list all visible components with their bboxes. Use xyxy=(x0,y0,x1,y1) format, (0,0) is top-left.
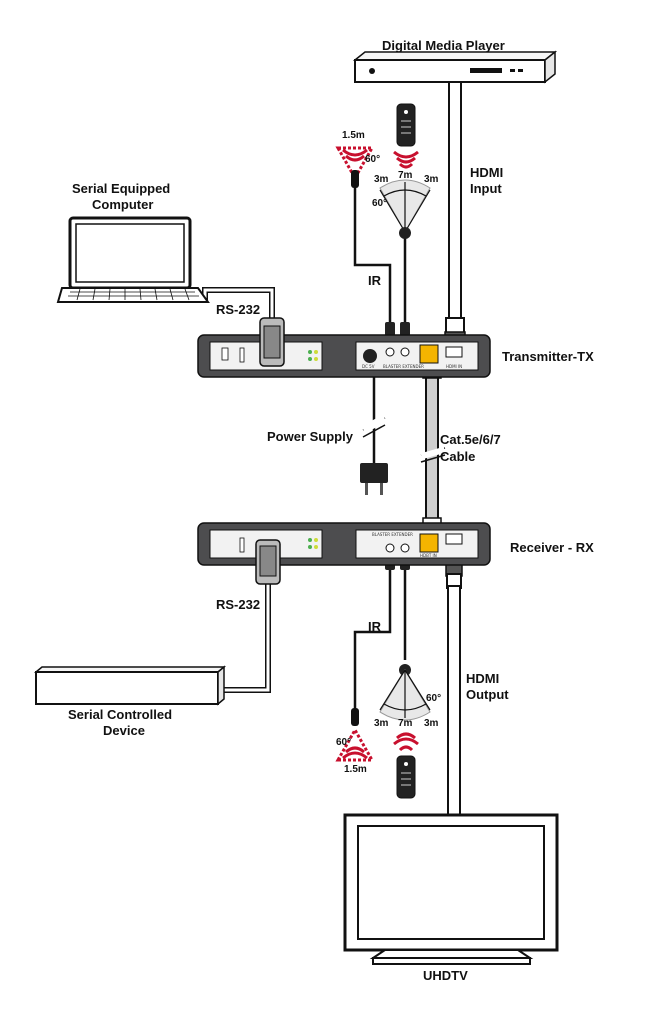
svg-text:HDMI IN: HDMI IN xyxy=(446,364,462,369)
ir-blaster-top xyxy=(335,146,375,188)
computer-label-line2: Computer xyxy=(92,197,153,212)
hdmi-input-label-line2: Input xyxy=(470,181,502,196)
hdmi-output-cable xyxy=(445,535,463,817)
ir-blaster-bottom-angle: 60° xyxy=(336,737,351,748)
ir-top-angle: 60° xyxy=(372,198,387,209)
svg-text:BLASTER EXTENDER: BLASTER EXTENDER xyxy=(372,532,413,537)
receiver-rx: BLASTER EXTENDER HDBT IN xyxy=(197,522,491,585)
transmitter-tx: DC 5V BLASTER EXTENDER HDMI IN xyxy=(197,317,491,378)
ir-bottom-right-range: 3m xyxy=(424,718,439,729)
computer-label-line1: Serial Equipped xyxy=(72,181,170,196)
ir-top-left-range: 3m xyxy=(374,174,389,185)
transmitter-label: Transmitter-TX xyxy=(502,349,594,364)
remote-control-top xyxy=(393,103,419,169)
laptop-computer xyxy=(56,216,210,303)
hdmi-input-label-line1: HDMI xyxy=(470,165,503,180)
uhdtv xyxy=(343,813,559,965)
ir-blaster-top-range: 1.5m xyxy=(342,130,365,141)
ir-blaster-bottom-range: 1.5m xyxy=(344,764,367,775)
ir-extender-top xyxy=(379,179,431,239)
ir-extender-bottom xyxy=(379,664,431,721)
cat-cable-label-line2: Cable xyxy=(440,449,475,464)
digital-media-player xyxy=(352,50,558,84)
hdmi-output-label-line2: Output xyxy=(466,687,509,702)
serial-device-label-line2: Device xyxy=(103,723,145,738)
ir-blaster-bottom xyxy=(335,708,375,762)
serial-device-label-line1: Serial Controlled xyxy=(68,707,172,722)
rs232-top-label: RS-232 xyxy=(216,302,260,317)
digital-media-player-label: Digital Media Player xyxy=(382,38,505,53)
receiver-label: Receiver - RX xyxy=(510,540,594,555)
svg-text:DC 5V: DC 5V xyxy=(362,364,375,369)
ir-top-center-range: 7m xyxy=(398,170,413,181)
power-supply-label: Power Supply xyxy=(267,429,354,444)
ir-bottom-left-range: 3m xyxy=(374,718,389,729)
remote-control-bottom xyxy=(393,732,419,799)
rs232-bottom-label: RS-232 xyxy=(216,597,260,612)
svg-text:HDBT IN: HDBT IN xyxy=(420,553,437,558)
ir-bottom-angle: 60° xyxy=(426,693,441,704)
hdmi-output-label-line1: HDMI xyxy=(466,671,499,686)
ir-blaster-top-angle: 60° xyxy=(365,154,380,165)
serial-controlled-device xyxy=(33,665,227,706)
power-supply-cable xyxy=(360,374,388,495)
cat-cable-label-line1: Cat.5e/6/7 xyxy=(440,432,501,447)
ir-top-right-range: 3m xyxy=(424,174,439,185)
svg-text:BLASTER EXTENDER: BLASTER EXTENDER xyxy=(383,364,424,369)
hdmi-input-cable xyxy=(444,79,466,361)
ir-cables-top xyxy=(353,185,410,340)
ir-bottom-label: IR xyxy=(368,619,382,634)
rs232-cable-bottom xyxy=(220,580,271,693)
ir-top-label: IR xyxy=(368,273,382,288)
ir-bottom-center-range: 7m xyxy=(398,718,413,729)
cat-cable xyxy=(420,359,446,537)
uhdtv-label: UHDTV xyxy=(423,968,468,983)
